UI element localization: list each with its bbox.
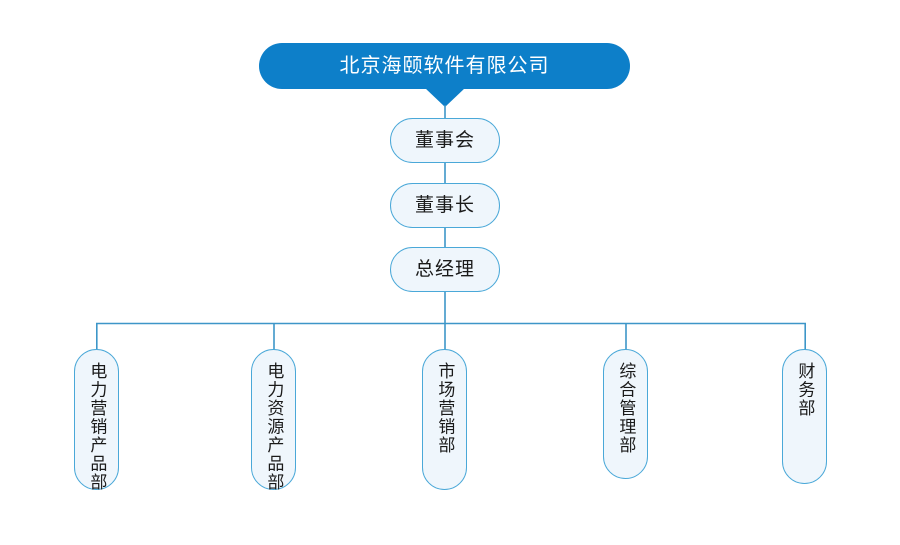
node-general-manager[interactable]: 总经理: [390, 247, 500, 292]
node-company-root-label: 北京海颐软件有限公司: [339, 55, 550, 77]
node-dept-power-marketing-product[interactable]: 电力营销产品部: [74, 349, 119, 492]
node-chairman-label: 董事长: [414, 195, 475, 216]
node-dept-power-resource-product-label: 电力资源产品部: [264, 362, 284, 492]
node-dept-finance[interactable]: 财务部: [782, 349, 827, 484]
node-general-manager-label: 总经理: [414, 259, 475, 280]
node-company-root[interactable]: 北京海颐软件有限公司: [259, 43, 630, 89]
node-dept-power-resource-product[interactable]: 电力资源产品部: [251, 349, 296, 492]
node-dept-market-marketing[interactable]: 市场营销部: [422, 349, 467, 490]
root-chevron-icon: [425, 88, 465, 107]
node-board-of-directors[interactable]: 董事会: [390, 118, 500, 163]
node-dept-general-administration-label: 综合管理部: [616, 362, 636, 455]
node-dept-general-administration[interactable]: 综合管理部: [603, 349, 648, 479]
node-dept-finance-label: 财务部: [795, 362, 815, 418]
node-dept-power-marketing-product-label: 电力营销产品部: [87, 362, 107, 492]
node-chairman[interactable]: 董事长: [390, 183, 500, 228]
node-dept-market-marketing-label: 市场营销部: [435, 362, 455, 455]
node-board-of-directors-label: 董事会: [414, 130, 475, 151]
